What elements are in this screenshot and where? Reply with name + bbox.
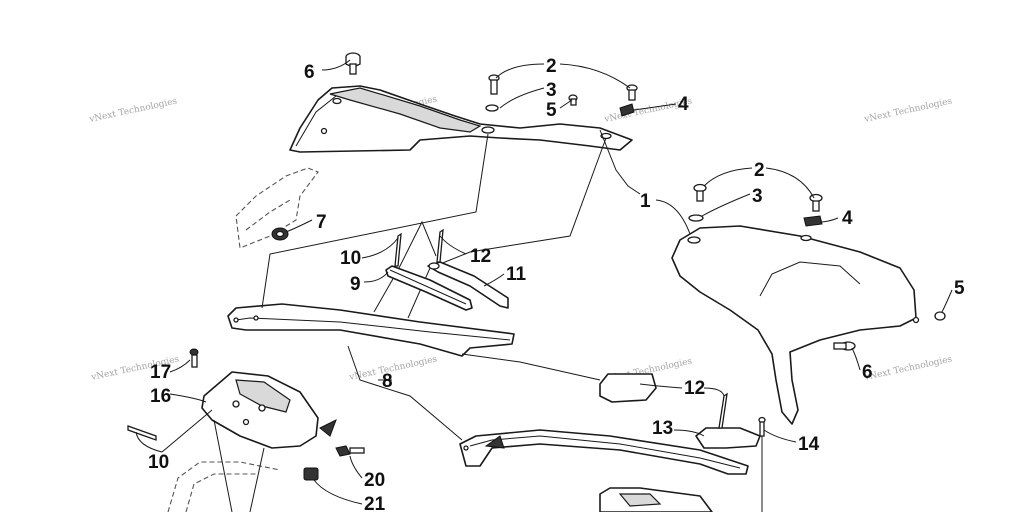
callout-4: 4 [842,208,853,229]
callout-13: 13 [652,418,673,439]
callout-10: 10 [340,248,361,269]
callout-20: 20 [364,470,385,491]
callout-5: 5 [546,100,557,121]
callout-3: 3 [546,80,557,101]
callout-17: 17 [150,362,171,383]
strap-9 [385,265,473,311]
callout-12: 12 [470,246,491,267]
callout-5: 5 [954,278,965,299]
right-side-panel [671,225,920,425]
watermark: vNext Technologies [88,96,179,125]
watermark: vNext Technologies [348,354,439,383]
callout-2: 2 [754,160,765,181]
hardware [127,52,946,512]
lower-rail-8 [459,429,749,475]
bracket-13 [599,373,761,449]
callout-10: 10 [148,452,169,473]
callout-6: 6 [304,62,315,83]
callout-leaders [135,59,953,505]
callout-6: 6 [862,362,873,383]
callout-11: 11 [506,264,527,285]
watermark: vNext Technologies [863,96,954,125]
watermark: vNext Technologies [863,354,954,383]
callout-8: 8 [382,371,393,392]
callout-9: 9 [350,274,361,295]
upper-rail [227,303,515,357]
callout-1: 1 [640,191,651,212]
left-side-panel [289,85,633,153]
callout-2: 2 [546,56,557,77]
callout-12: 12 [684,378,705,399]
callouts: 6 2 3 5 4 1 2 3 4 5 6 7 10 9 12 11 8 12 … [148,56,965,512]
left-bracket-ghost [235,167,319,249]
bracket-11 [427,261,509,309]
callout-14: 14 [798,434,820,455]
lower-frame-ghost [167,419,281,512]
callout-16: 16 [150,386,171,407]
lower-right-plate [599,487,713,512]
callout-7: 7 [316,212,327,233]
callout-3: 3 [752,186,763,207]
callout-4: 4 [678,94,689,115]
mount-plate-16 [201,371,337,449]
callout-21: 21 [364,494,386,512]
